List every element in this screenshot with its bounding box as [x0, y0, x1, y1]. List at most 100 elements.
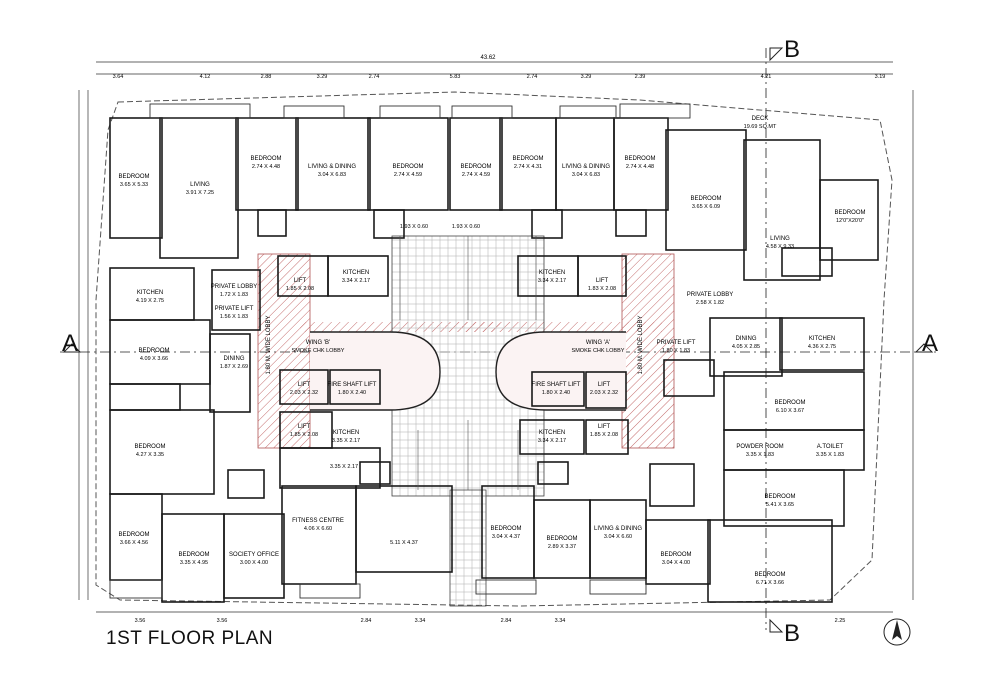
room-name: LIVING	[190, 182, 210, 188]
section-marker-b-top: B	[784, 36, 801, 63]
room-name: FIRE SHAFT LIFT	[532, 382, 581, 388]
lobby-label-left: 1.80 M. WIDE LOBBY	[266, 315, 272, 374]
top-dimension-label: 3.29	[581, 74, 592, 80]
room-size: 3.34 X 2.17	[538, 438, 566, 444]
room-name: LIVING & DINING	[594, 526, 642, 532]
lobby-label-right: 1.80 M. WIDE LOBBY	[638, 315, 644, 374]
room-name: FIRE SHAFT LIFT	[328, 382, 377, 388]
wing-a-lobby	[495, 331, 626, 411]
room-size: 2.74 X 4.59	[462, 172, 490, 178]
top-dimension-label: 2.74	[369, 74, 380, 80]
room-size: 3.34 X 2.17	[538, 278, 566, 284]
section-marker-a-left: A	[62, 330, 79, 357]
room-name: KITCHEN	[539, 270, 565, 276]
room-name: BEDROOM	[134, 444, 165, 450]
room-name: A.TOILET	[817, 444, 844, 450]
room-size: 3.04 X 4.00	[662, 560, 690, 566]
room-size: SMOKE CHK LOBBY	[572, 348, 625, 354]
room-name: BEDROOM	[690, 196, 721, 202]
room-size: 4.58 X 9.33	[766, 244, 794, 250]
room-size: 5.11 X 4.37	[390, 540, 418, 546]
room-name: BEDROOM	[834, 210, 865, 216]
room-name: LIVING & DINING	[562, 164, 610, 170]
room-size: 4.09 X 3.66	[140, 356, 168, 362]
room-size: 2.74 X 4.31	[514, 164, 542, 170]
building-outline	[95, 91, 893, 607]
room-size: 1.80 X 1.83	[662, 348, 690, 354]
room-size: 1.85 X 2.08	[290, 432, 318, 438]
top-dimension-label: 5.83	[450, 74, 461, 80]
room-name: LIFT	[294, 278, 307, 284]
top-dimension-label: 2.74	[527, 74, 538, 80]
section-marker-b-bottom: B	[784, 620, 801, 647]
room-name: WING 'B'	[306, 340, 330, 346]
bottom-dimension-label: 2.84	[501, 618, 512, 624]
room-size: 3.34 X 2.17	[342, 278, 370, 284]
room-name: PRIVATE LOBBY	[687, 292, 733, 298]
room-size: 1.72 X 1.83	[220, 292, 248, 298]
room-size: 19.69 SQ.MT	[744, 124, 777, 130]
section-marker-flags	[62, 47, 934, 633]
room-size: 4.05 X 2.85	[732, 344, 760, 350]
room-name: DINING	[224, 356, 245, 362]
north-arrow-icon	[883, 618, 911, 646]
room-size: 3.35 X 1.83	[746, 452, 774, 458]
dimension-lines	[78, 61, 914, 613]
room-name: KITCHEN	[539, 430, 565, 436]
room-size: 1.56 X 1.83	[220, 314, 248, 320]
room-size: 2.74 X 4.59	[394, 172, 422, 178]
room-name: BEDROOM	[546, 536, 577, 542]
room-name: BEDROOM	[490, 526, 521, 532]
room-name: BEDROOM	[764, 494, 795, 500]
room-name: BEDROOM	[754, 572, 785, 578]
room-name: DINING	[736, 336, 757, 342]
room-size: 1.93 X 0.60	[452, 224, 480, 230]
room-name: LIFT	[298, 382, 311, 388]
top-dimension-label: 3.29	[317, 74, 328, 80]
room-size: 12'0"X20'0"	[836, 218, 864, 224]
room-size: 3.65 X 5.33	[120, 182, 148, 188]
bottom-dimension-label: 3.34	[555, 618, 566, 624]
room-size: 3.91 X 7.25	[186, 190, 214, 196]
room-name: BEDROOM	[624, 156, 655, 162]
room-size: 2.03 X 2.32	[290, 390, 318, 396]
room-name: SOCIETY OFFICE	[229, 552, 279, 558]
room-size: 3.04 X 6.83	[572, 172, 600, 178]
room-size: 1.80 X 2.40	[338, 390, 366, 396]
bottom-dimension-label: 3.56	[217, 618, 228, 624]
room-size: SMOKE CHK LOBBY	[292, 348, 345, 354]
room-size: 2.58 X 1.82	[696, 300, 724, 306]
bottom-dimension-label: 3.34	[415, 618, 426, 624]
top-dimension-label: 2.88	[261, 74, 272, 80]
room-name: BEDROOM	[250, 156, 281, 162]
room-name: LIVING & DINING	[308, 164, 356, 170]
bottom-dimension-label: 3.56	[135, 618, 146, 624]
room-name: KITCHEN	[333, 430, 359, 436]
top-dimension-label: 2.39	[635, 74, 646, 80]
room-name: DECK	[752, 116, 769, 122]
room-name: BEDROOM	[392, 164, 423, 170]
room-name: FITNESS CENTRE	[292, 518, 344, 524]
overall-dimension-label: 43.62	[480, 55, 496, 61]
wing-b-lobby	[310, 331, 441, 411]
room-size: 3.04 X 6.60	[604, 534, 632, 540]
room-size: 1.80 X 2.40	[542, 390, 570, 396]
partitions	[399, 236, 537, 490]
room-name: BEDROOM	[660, 552, 691, 558]
room-name: PRIVATE LIFT	[215, 306, 254, 312]
room-name: KITCHEN	[343, 270, 369, 276]
room-size: 1.83 X 2.08	[588, 286, 616, 292]
bottom-dimension-label: 2.84	[361, 618, 372, 624]
room-size: 3.04 X 4.37	[492, 534, 520, 540]
room-size: 3.65 X 6.09	[692, 204, 720, 210]
room-name: LIVING	[770, 236, 790, 242]
room-size: 3.35 X 2.17	[330, 464, 358, 470]
room-size: 6.71 X 3.66	[756, 580, 784, 586]
page-title: 1ST FLOOR PLAN	[106, 628, 274, 649]
top-dimension-label: 3.64	[113, 74, 124, 80]
room-size: 3.04 X 6.83	[318, 172, 346, 178]
room-name: BEDROOM	[774, 400, 805, 406]
room-name: KITCHEN	[809, 336, 835, 342]
room-name: POWDER ROOM	[736, 444, 783, 450]
room-name: PRIVATE LOBBY	[211, 284, 257, 290]
